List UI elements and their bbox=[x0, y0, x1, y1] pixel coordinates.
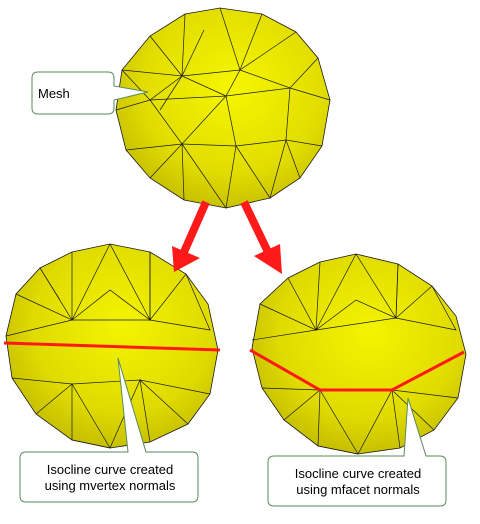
arrow-left bbox=[172, 200, 210, 272]
mfacet-label: Isocline curve created using mfacet norm… bbox=[270, 466, 446, 498]
mvertex-label-line1: Isocline curve created bbox=[46, 462, 174, 477]
mesh-sphere-top bbox=[115, 7, 331, 209]
arrow-right bbox=[240, 200, 282, 274]
mesh-outline-top bbox=[115, 7, 331, 209]
callout-mesh bbox=[31, 71, 149, 115]
mvertex-label: Isocline curve created using mvertex nor… bbox=[22, 462, 198, 494]
callout-mvertex bbox=[19, 357, 199, 503]
mfacet-label-line2: using mfacet normals bbox=[296, 482, 420, 497]
isocline-curve-mvertex bbox=[3, 341, 221, 352]
mesh-label: Mesh bbox=[38, 86, 70, 101]
isocline-curve-mfacet bbox=[249, 348, 465, 392]
callout-mfacet bbox=[267, 397, 447, 507]
mvertex-label-line2: using mvertex normals bbox=[44, 478, 176, 493]
mesh-sphere-left bbox=[3, 243, 221, 449]
mesh-edges-top bbox=[115, 7, 331, 209]
mesh-edges-right bbox=[251, 253, 459, 455]
mesh-edges-left bbox=[5, 243, 211, 449]
mfacet-label-line1: Isocline curve created bbox=[294, 466, 422, 481]
mesh-sphere-right bbox=[249, 253, 467, 455]
mesh-outline-right bbox=[251, 253, 467, 455]
